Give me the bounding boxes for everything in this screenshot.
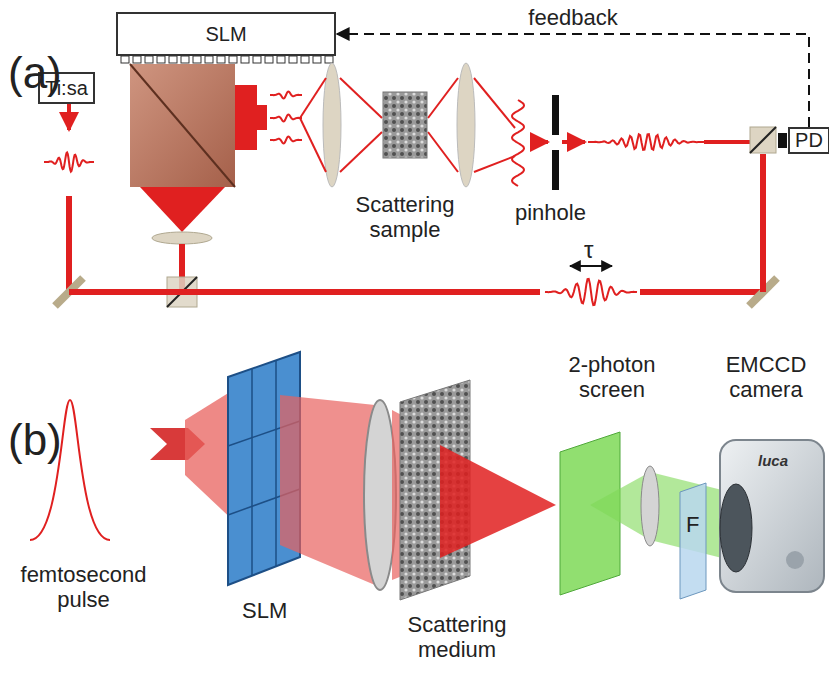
- ray: [474, 78, 515, 128]
- lens: [457, 63, 475, 187]
- part-label: 2-photon screen: [560, 352, 664, 403]
- beamsplitter-diagonal: [750, 127, 776, 153]
- light-rays: [300, 78, 515, 172]
- scattered-light: [440, 445, 556, 558]
- part-label: luca: [758, 452, 788, 469]
- pulses: [44, 92, 704, 306]
- edge-label: feedback: [525, 5, 620, 30]
- ray: [428, 132, 458, 172]
- pulse-wave: [270, 115, 302, 122]
- pulse-wave: [512, 100, 524, 186]
- beam: [704, 140, 750, 144]
- instrument-box: PD: [788, 127, 829, 154]
- grid-line: [275, 360, 277, 566]
- reference-beam: [640, 289, 763, 295]
- part-label: femtosecond pulse: [16, 562, 151, 613]
- photodiode: [778, 133, 787, 148]
- lens: [323, 63, 341, 187]
- beamsplitter: [750, 127, 776, 153]
- filter: [680, 483, 706, 599]
- beam-cone: [140, 187, 225, 232]
- lens: [641, 466, 659, 546]
- beamsplitter-cube: [130, 64, 235, 187]
- delay-arrow: [570, 265, 612, 267]
- panel-letter: (a): [8, 48, 62, 99]
- scattering-sample: [383, 92, 427, 158]
- lens: [152, 232, 212, 244]
- camera-lens: [720, 484, 752, 572]
- ray: [428, 78, 458, 118]
- pulse-wave: [270, 137, 302, 144]
- part-label: Scattering sample: [350, 192, 460, 243]
- part-label: τ: [584, 236, 593, 264]
- fluorescence: [590, 472, 730, 560]
- pulse-wave: [545, 279, 637, 305]
- instrument-box: SLM: [116, 12, 336, 56]
- camera-body: [720, 440, 824, 592]
- shaped-beam: [235, 85, 267, 150]
- part-label: Scattering medium: [398, 612, 516, 663]
- part-label: EMCCD camera: [714, 352, 818, 403]
- shaped-beam: [280, 395, 375, 585]
- reference-beam: [760, 154, 766, 292]
- pulse-wave: [588, 134, 704, 150]
- ray: [300, 118, 326, 172]
- ray: [300, 78, 326, 118]
- pulse-wave: [44, 152, 94, 171]
- pinhole-plate: [552, 150, 559, 190]
- cube-diagonal: [130, 64, 235, 187]
- slm-pixels: [118, 56, 336, 64]
- box-label: PD: [795, 129, 823, 152]
- grid-line: [251, 369, 253, 576]
- beam: [66, 196, 72, 292]
- ray: [340, 78, 382, 118]
- part-label: SLM: [242, 598, 287, 623]
- reference-beam: [69, 289, 540, 295]
- part-label: pinhole: [515, 200, 586, 225]
- beam-arrow: [67, 104, 71, 130]
- lens: [364, 400, 396, 590]
- ray: [474, 156, 515, 172]
- beam-arrow: [530, 140, 548, 144]
- part-label: F: [686, 512, 699, 537]
- beam-arrow: [562, 140, 585, 144]
- panel-letter: (b): [8, 415, 62, 466]
- feedback-line: [337, 34, 809, 127]
- box-label: SLM: [205, 23, 246, 46]
- camera-knob: [786, 551, 804, 569]
- ray: [340, 132, 382, 172]
- pulse-wave: [270, 92, 302, 99]
- pinhole-plate: [552, 95, 559, 135]
